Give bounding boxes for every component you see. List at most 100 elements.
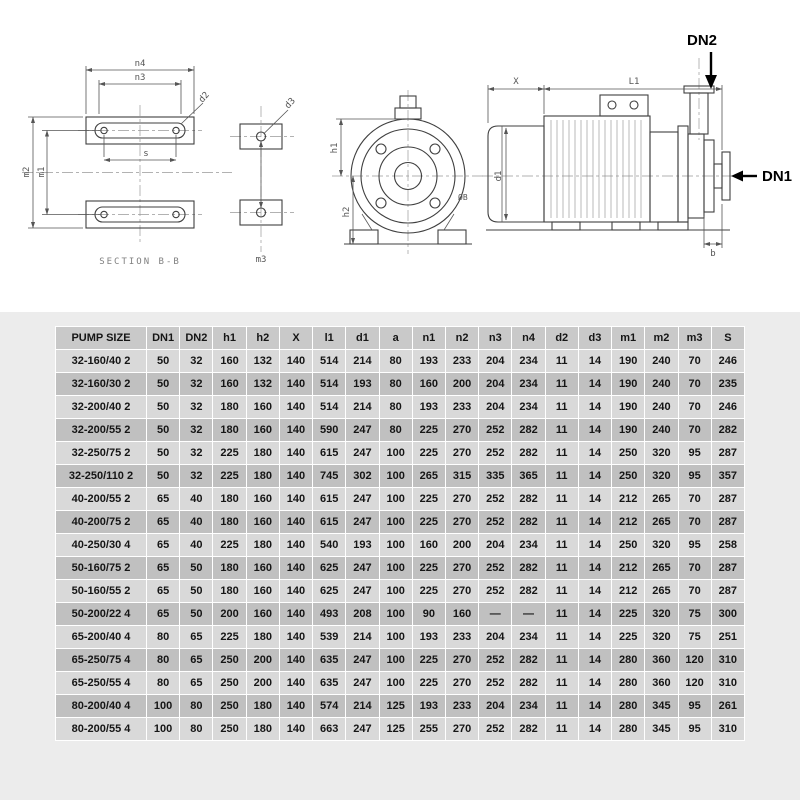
value-cell: 140 [278, 510, 314, 534]
value-cell: 11 [544, 349, 579, 373]
value-cell: 302 [345, 464, 380, 488]
column-header-d1: d1 [345, 326, 380, 350]
value-cell: 32 [179, 349, 214, 373]
value-cell: 280 [611, 694, 646, 718]
value-cell: 615 [312, 510, 347, 534]
value-cell: 247 [345, 556, 380, 580]
value-cell: 320 [644, 464, 679, 488]
value-cell: 160 [245, 510, 280, 534]
value-cell: 11 [544, 464, 579, 488]
value-cell: 14 [577, 579, 613, 603]
value-cell: 193 [411, 625, 446, 649]
column-header-d3: d3 [577, 326, 613, 350]
value-cell: 310 [710, 717, 746, 741]
value-cell: 250 [611, 464, 646, 488]
column-header-s: S [710, 326, 746, 350]
value-cell: 90 [411, 602, 446, 626]
section-bb-view: n4 n3 m2 m1 s d2 SECTION B-B [22, 59, 232, 267]
value-cell: 287 [710, 579, 746, 603]
pump-size-cell: 32-250/75 2 [55, 441, 147, 465]
value-cell: 663 [312, 717, 347, 741]
value-cell: 65 [145, 487, 181, 511]
value-cell: 265 [644, 487, 679, 511]
value-cell: 270 [444, 556, 480, 580]
pump-size-cell: 32-250/110 2 [55, 464, 147, 488]
value-cell: 247 [345, 579, 380, 603]
value-cell: 204 [478, 372, 513, 396]
value-cell: 310 [710, 648, 746, 672]
value-cell: 514 [312, 372, 347, 396]
dim-label-d3: d3 [283, 96, 298, 111]
dim-label-x: X [513, 77, 519, 87]
value-cell: 287 [710, 441, 746, 465]
value-cell: 282 [511, 648, 546, 672]
value-cell: 100 [378, 648, 413, 672]
value-cell: 180 [212, 418, 247, 442]
dim-label-m2: m2 [22, 167, 32, 178]
value-cell: 280 [611, 671, 646, 695]
value-cell: 50 [145, 395, 181, 419]
dim-label-m1: m1 [37, 167, 47, 178]
value-cell: 14 [577, 625, 613, 649]
value-cell: 65 [145, 556, 181, 580]
value-cell: 80 [179, 717, 214, 741]
value-cell: 70 [677, 418, 712, 442]
value-cell: 250 [212, 648, 247, 672]
value-cell: 140 [278, 625, 314, 649]
value-cell: 80 [179, 694, 214, 718]
pump-size-cell: 32-160/40 2 [55, 349, 147, 373]
value-cell: 247 [345, 671, 380, 695]
value-cell: 65 [179, 671, 214, 695]
pump-size-cell: 50-200/22 4 [55, 602, 147, 626]
value-cell: 180 [212, 579, 247, 603]
value-cell: 193 [345, 533, 380, 557]
value-cell: 140 [278, 671, 314, 695]
column-header-m3: m3 [677, 326, 712, 350]
value-cell: 125 [378, 694, 413, 718]
value-cell: 160 [245, 418, 280, 442]
value-cell: 140 [278, 487, 314, 511]
value-cell: 160 [245, 556, 280, 580]
value-cell: 100 [378, 441, 413, 465]
pump-front-view: h1 h2 ØB [330, 90, 486, 254]
pump-size-cell: 65-200/40 4 [55, 625, 147, 649]
value-cell: 300 [710, 602, 746, 626]
value-cell: 247 [345, 487, 380, 511]
value-cell: 95 [677, 717, 712, 741]
value-cell: 214 [345, 625, 380, 649]
dim-label-n4: n4 [135, 59, 146, 69]
value-cell: 225 [212, 441, 247, 465]
value-cell: 204 [478, 395, 513, 419]
value-cell: 32 [179, 464, 214, 488]
value-cell: 225 [411, 556, 446, 580]
value-cell: 95 [677, 694, 712, 718]
value-cell: 95 [677, 464, 712, 488]
value-cell: 180 [212, 510, 247, 534]
value-cell: 100 [378, 533, 413, 557]
value-cell: 204 [478, 533, 513, 557]
value-cell: 14 [577, 671, 613, 695]
value-cell: 11 [544, 441, 579, 465]
value-cell: 50 [179, 602, 214, 626]
value-cell: 14 [577, 441, 613, 465]
value-cell: 246 [710, 349, 746, 373]
value-cell: 11 [544, 579, 579, 603]
value-cell: 265 [644, 579, 679, 603]
value-cell: 50 [145, 372, 181, 396]
value-cell: 11 [544, 372, 579, 396]
value-cell: 247 [345, 648, 380, 672]
dim-label-h2: h2 [342, 207, 352, 218]
value-cell: 11 [544, 556, 579, 580]
value-cell: 80 [378, 372, 413, 396]
pump-size-cell: 32-160/30 2 [55, 372, 147, 396]
value-cell: 252 [478, 717, 513, 741]
value-cell: 70 [677, 372, 712, 396]
value-cell: 200 [212, 602, 247, 626]
baseplate-hole-detail: d3 m3 [230, 96, 298, 265]
value-cell: 265 [644, 556, 679, 580]
value-cell: 193 [411, 694, 446, 718]
